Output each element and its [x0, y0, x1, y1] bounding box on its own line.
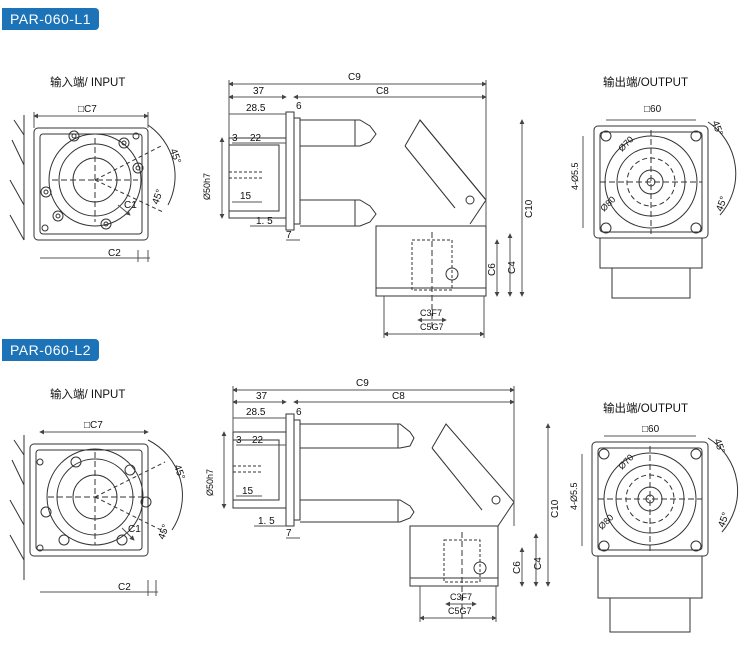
dim-c10-l1: C10 — [524, 199, 535, 218]
dim-c7-l1: □C7 — [78, 104, 97, 115]
dim-22-l1: 22 — [250, 133, 262, 144]
dim-d50-l1: Ø50h7 — [202, 173, 212, 200]
dim-c5-l1: C5G7 — [420, 322, 444, 332]
dim-c6-l1: C6 — [487, 263, 498, 276]
output-view-l1 — [582, 119, 737, 299]
dim-c6-l2: C6 — [512, 561, 523, 574]
dim-c9-l1: C9 — [348, 72, 361, 83]
input-view-l1 — [9, 112, 176, 262]
dim-22-l2: 22 — [252, 435, 264, 446]
dim-7-l2: 7 — [286, 528, 292, 539]
dim-d50-l2: Ø50h7 — [205, 469, 215, 496]
model-badge-l2: PAR-060-L2 — [2, 339, 100, 361]
dim-c2-l1: C2 — [108, 248, 121, 259]
output-view-l2 — [581, 435, 739, 633]
dim-45a-out-l2: 45° — [711, 437, 727, 455]
input-title-l2: 输入端/ INPUT — [50, 389, 126, 401]
dim-holes-l1: 4-Ø5.5 — [570, 162, 580, 190]
dim-15b-l2: 1. 5 — [258, 516, 275, 527]
input-view-l2 — [9, 429, 183, 596]
dim-37-l1: 37 — [253, 86, 265, 97]
model-badge-l1: PAR-060-L1 — [2, 8, 100, 30]
dim-c8-l1: C8 — [376, 86, 389, 97]
dim-37-l2: 37 — [256, 391, 268, 402]
dim-sq60-l2: □60 — [642, 424, 660, 435]
dim-3-l2: 3 — [236, 435, 242, 446]
dim-c3-l2: C3F7 — [450, 592, 472, 602]
dim-7-l1: 7 — [286, 230, 292, 241]
dim-c5-l2: C5G7 — [448, 606, 472, 616]
dim-285-l1: 28.5 — [246, 103, 266, 114]
input-title-l1: 输入端/ INPUT — [50, 77, 126, 89]
dim-15-l2: 15 — [242, 486, 254, 497]
dim-6-l2: 6 — [296, 407, 302, 418]
dim-d70-l2: Ø70 — [616, 452, 635, 471]
dim-45b-l1: 45° — [150, 188, 166, 206]
dim-15-l1: 15 — [240, 191, 252, 202]
output-title-l2: 输出端/OUTPUT — [603, 403, 688, 415]
side-view-l2 — [221, 386, 551, 622]
dim-sq60-l1: □60 — [644, 104, 662, 115]
dim-45b-out-l2: 45° — [716, 511, 732, 529]
dim-6-l1: 6 — [296, 101, 302, 112]
dim-c3-l1: C3F7 — [420, 308, 442, 318]
dim-45a-l1: 45° — [167, 147, 183, 165]
dim-45a-l2: 45° — [171, 463, 187, 481]
dim-285-l2: 28.5 — [246, 407, 266, 418]
dim-d80-l2: Ø80 — [596, 512, 615, 531]
dim-15b-l1: 1. 5 — [256, 216, 273, 227]
dim-c4-l2: C4 — [533, 557, 544, 570]
dim-c4-l1: C4 — [507, 261, 518, 274]
dim-d70-l1: Ø70 — [616, 134, 635, 153]
dim-3-l1: 3 — [232, 133, 238, 144]
dim-c2-l2: C2 — [118, 582, 131, 593]
dim-c1-l2: C1 — [128, 524, 141, 535]
side-view-l1 — [219, 80, 525, 338]
dim-45a-out-l1: 45° — [709, 119, 725, 137]
dim-c10-l2: C10 — [550, 499, 561, 518]
dim-holes-l2: 4-Ø5.5 — [569, 482, 579, 510]
dim-c9-l2: C9 — [356, 378, 369, 389]
dim-c8-l2: C8 — [392, 391, 405, 402]
dim-c1-l1: C1 — [124, 200, 137, 211]
output-title-l1: 输出端/OUTPUT — [603, 77, 688, 89]
dim-c7-l2: □C7 — [84, 420, 103, 431]
dim-45b-l2: 45° — [156, 523, 172, 541]
dim-45b-out-l1: 45° — [714, 195, 730, 213]
